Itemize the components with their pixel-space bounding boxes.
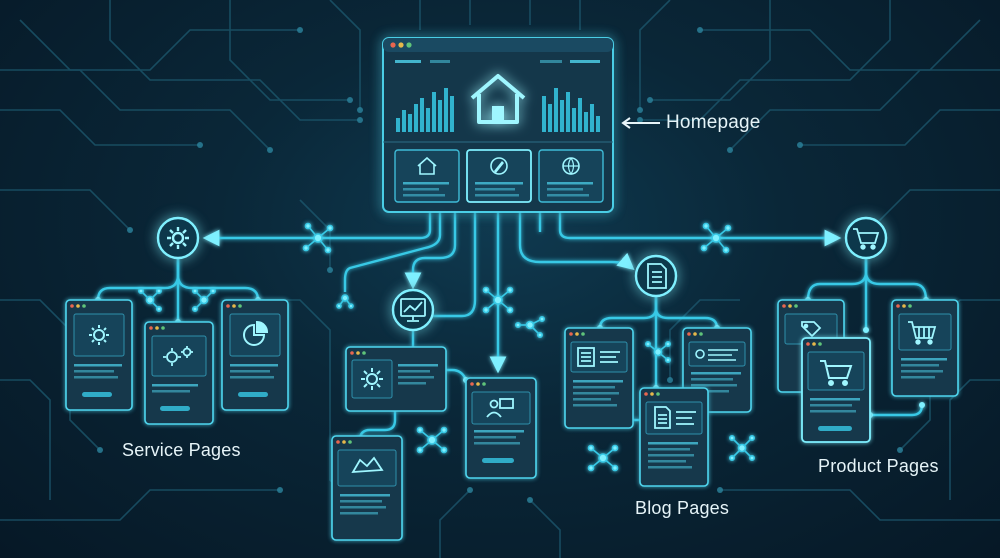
- connection-lines: [96, 212, 928, 441]
- service-page-card-1: [65, 299, 133, 411]
- map-icon: [351, 456, 384, 474]
- homepage-label: Homepage: [666, 112, 761, 133]
- analytics-page-card-2: [465, 377, 537, 479]
- homepage-pointer-arrow: [621, 117, 660, 129]
- homepage-subcard-compass: [466, 149, 532, 203]
- gear-icon: [167, 227, 189, 249]
- homepage-bar-chart-right: [542, 88, 600, 132]
- blog-page-card-3: [639, 387, 709, 487]
- analytics-page-card-3: [331, 435, 403, 541]
- product-page-card-3: [801, 337, 871, 443]
- gear-icon: [361, 368, 383, 390]
- homepage-subcard-globe: [538, 149, 604, 203]
- homepage-subcard-home: [394, 149, 460, 203]
- product-hub: [844, 216, 888, 260]
- house-icon: [470, 74, 526, 124]
- analytics-hub: [391, 288, 435, 332]
- analytics-page-card-1: [345, 346, 447, 412]
- blog-page-card-1: [564, 327, 634, 429]
- service-page-card-2: [144, 321, 214, 425]
- article-icon: [577, 347, 620, 367]
- pie-chart-icon: [243, 320, 269, 346]
- compass-icon: [490, 157, 508, 175]
- home-icon: [417, 156, 437, 175]
- blog-pages-label: Blog Pages: [635, 498, 730, 518]
- user-presentation-icon: [486, 398, 514, 418]
- target-icon: [695, 349, 705, 359]
- blog-hub: [634, 254, 678, 298]
- gear-icon: [89, 325, 109, 345]
- trend-chart-icon: [400, 298, 426, 322]
- network-sprouts: [138, 222, 756, 472]
- product-pages-label: Product Pages: [818, 456, 939, 476]
- shopping-cart-icon: [853, 228, 880, 250]
- service-page-card-3: [221, 299, 289, 411]
- service-pages-label: Service Pages: [122, 440, 241, 460]
- homepage-bar-chart-left: [396, 88, 454, 132]
- shopping-cart-icon: [820, 360, 853, 386]
- homepage-window: [382, 37, 614, 213]
- gears-icon: [163, 346, 193, 366]
- shopping-cart-icon: [908, 321, 937, 345]
- document-icon: [654, 406, 696, 429]
- product-page-card-2: [891, 299, 959, 397]
- price-tag-icon: [801, 321, 822, 338]
- document-icon: [647, 263, 667, 289]
- service-hub: [156, 216, 200, 260]
